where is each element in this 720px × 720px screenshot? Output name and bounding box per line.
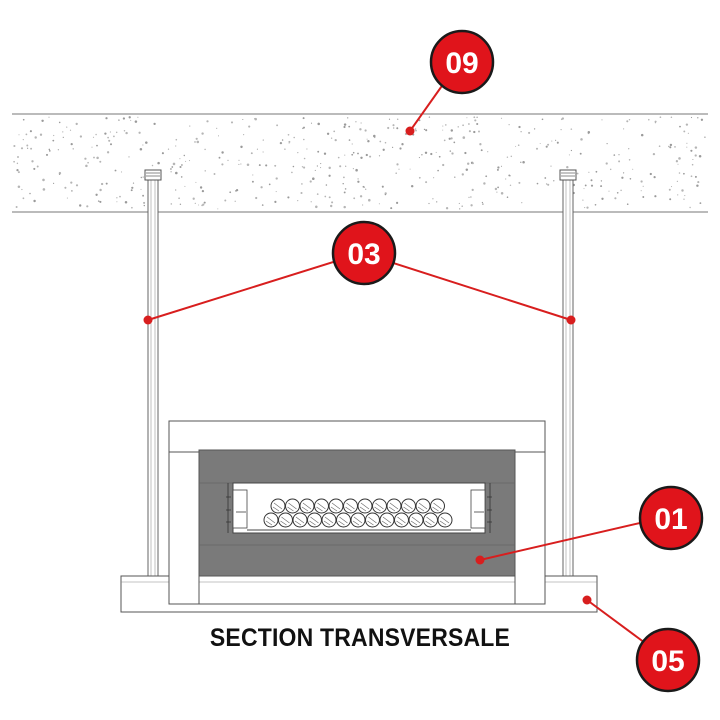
svg-text:05: 05 bbox=[651, 645, 684, 678]
leader-casing bbox=[479, 515, 671, 561]
callout-05: 05 bbox=[635, 627, 701, 693]
callout-01: 01 bbox=[638, 485, 704, 551]
leader-dots bbox=[143, 126, 592, 605]
leader-dot-slab bbox=[405, 126, 415, 136]
leader-rod-left bbox=[147, 252, 363, 321]
leader-dot-casing bbox=[475, 555, 485, 565]
concrete-slab bbox=[12, 113, 708, 213]
callout-03: 03 bbox=[331, 220, 397, 286]
section-caption: SECTION TRANSVERSALE bbox=[209, 624, 511, 652]
callout-09: 09 bbox=[429, 29, 495, 95]
dimension-marks bbox=[226, 483, 492, 533]
slab-speckle-texture bbox=[13, 116, 706, 210]
outer-casing bbox=[168, 420, 546, 605]
leader-dot-base bbox=[582, 595, 592, 605]
svg-text:09: 09 bbox=[445, 47, 478, 80]
cable-cavity bbox=[226, 482, 492, 534]
svg-text:03: 03 bbox=[347, 238, 380, 271]
leader-rod-right bbox=[361, 252, 572, 321]
svg-text:01: 01 bbox=[654, 503, 687, 536]
cable-bundle bbox=[263, 498, 453, 528]
hanger-rod-left bbox=[142, 169, 164, 607]
leader-dot-rod-right bbox=[566, 315, 576, 325]
leader-dot-rod-left bbox=[143, 315, 153, 325]
